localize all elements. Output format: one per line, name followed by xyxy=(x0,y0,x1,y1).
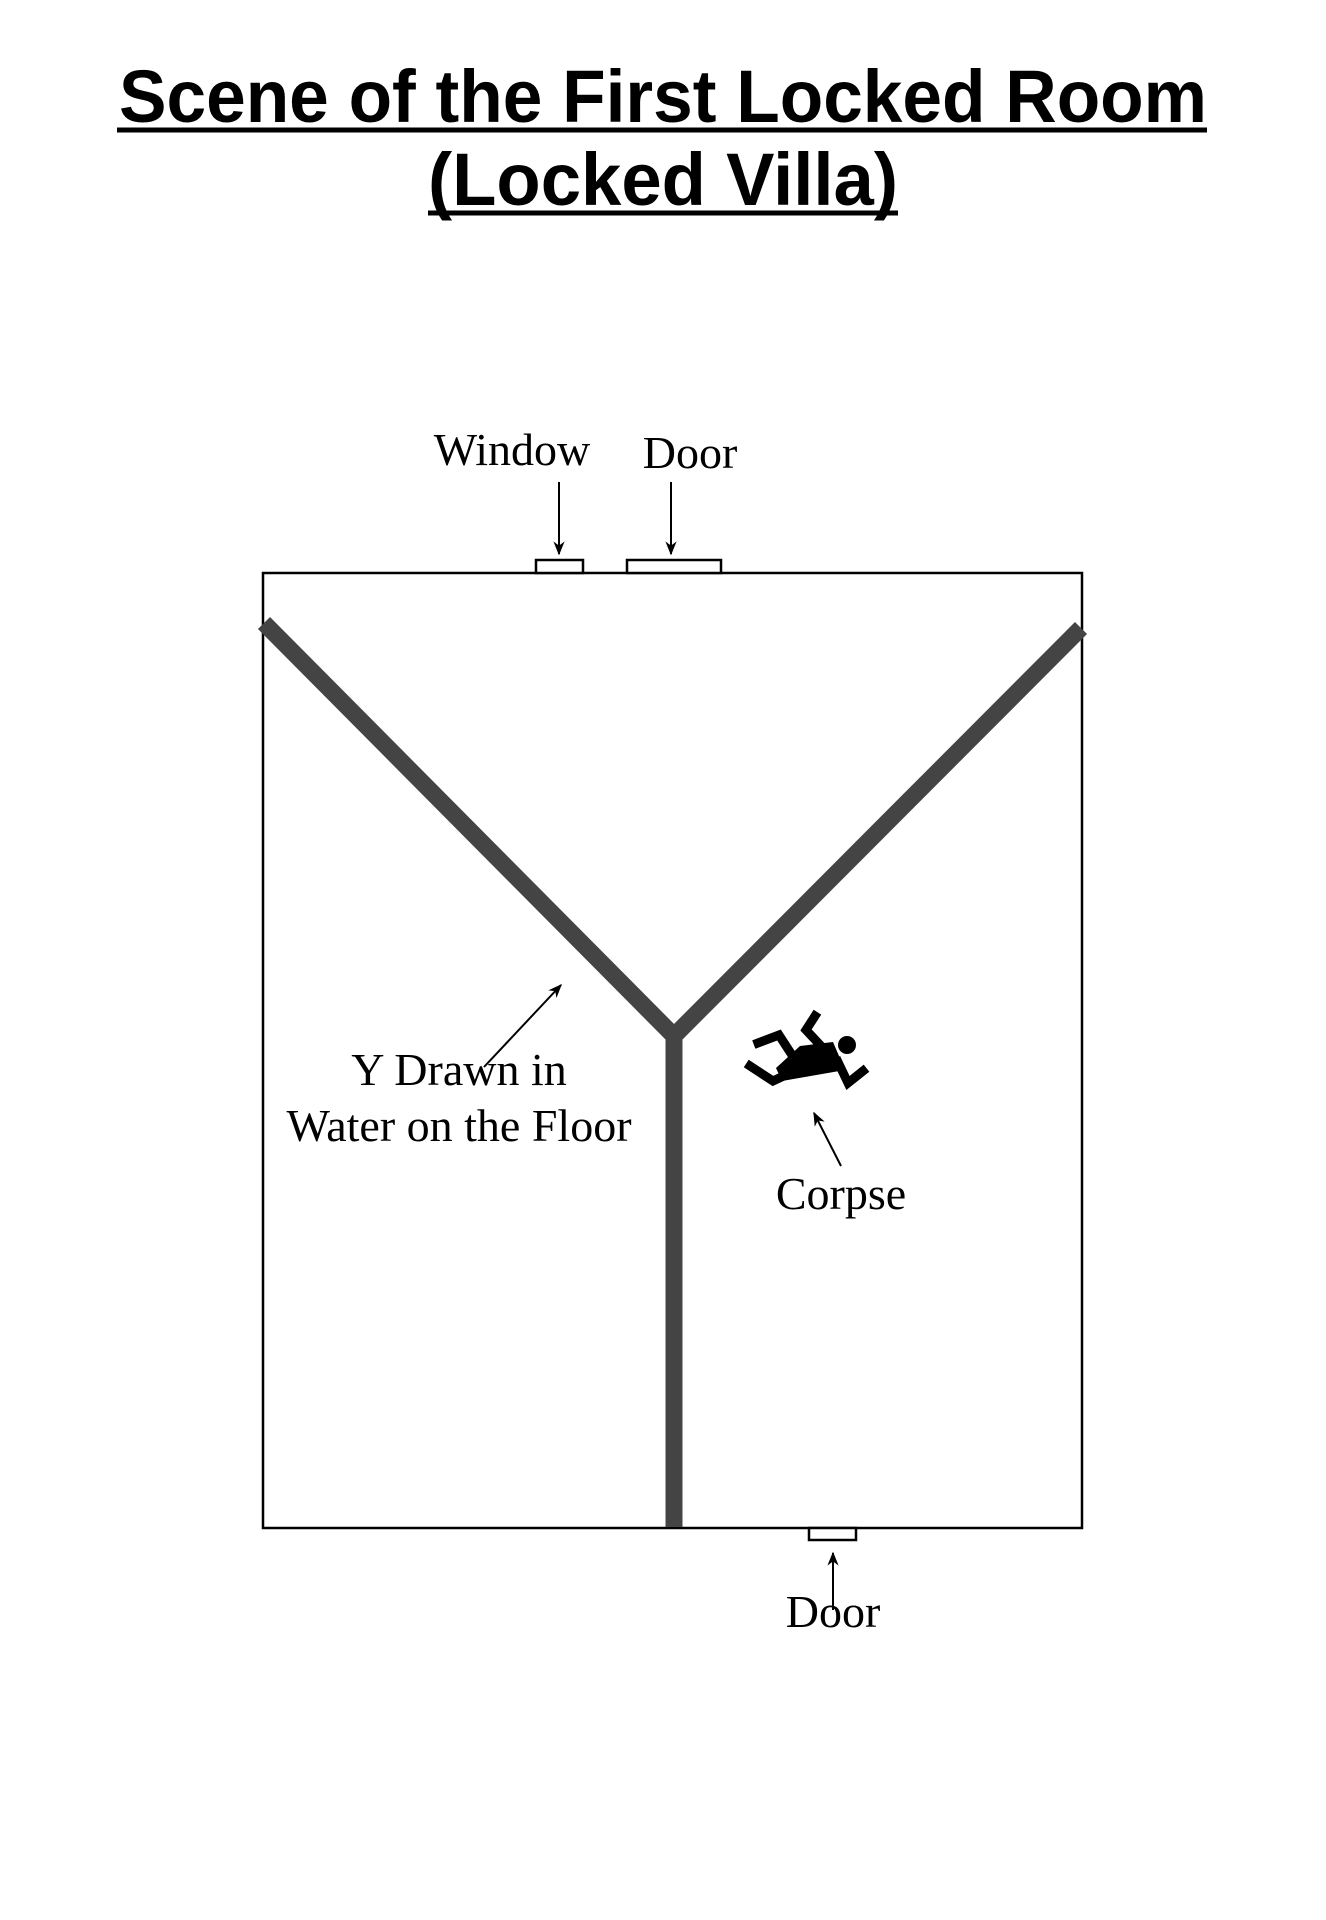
label-corpse: Corpse xyxy=(776,1168,906,1219)
fallen-person-icon xyxy=(743,1009,870,1091)
door-top xyxy=(625,558,723,575)
window-top xyxy=(534,558,585,575)
label-door-top: Door xyxy=(643,427,738,478)
label-y-line-1: Y Drawn in xyxy=(351,1044,566,1095)
door-bottom xyxy=(807,1526,858,1542)
arrow-corpse xyxy=(813,1111,842,1167)
y-water-mark xyxy=(257,617,1088,1527)
arrow-y-mark xyxy=(483,983,562,1068)
label-y-line-2: Water on the Floor xyxy=(286,1100,631,1151)
title-line-1: Scene of the First Locked Room xyxy=(119,55,1207,138)
label-window: Window xyxy=(434,424,591,475)
title-line-2: (Locked Villa) xyxy=(428,138,898,221)
